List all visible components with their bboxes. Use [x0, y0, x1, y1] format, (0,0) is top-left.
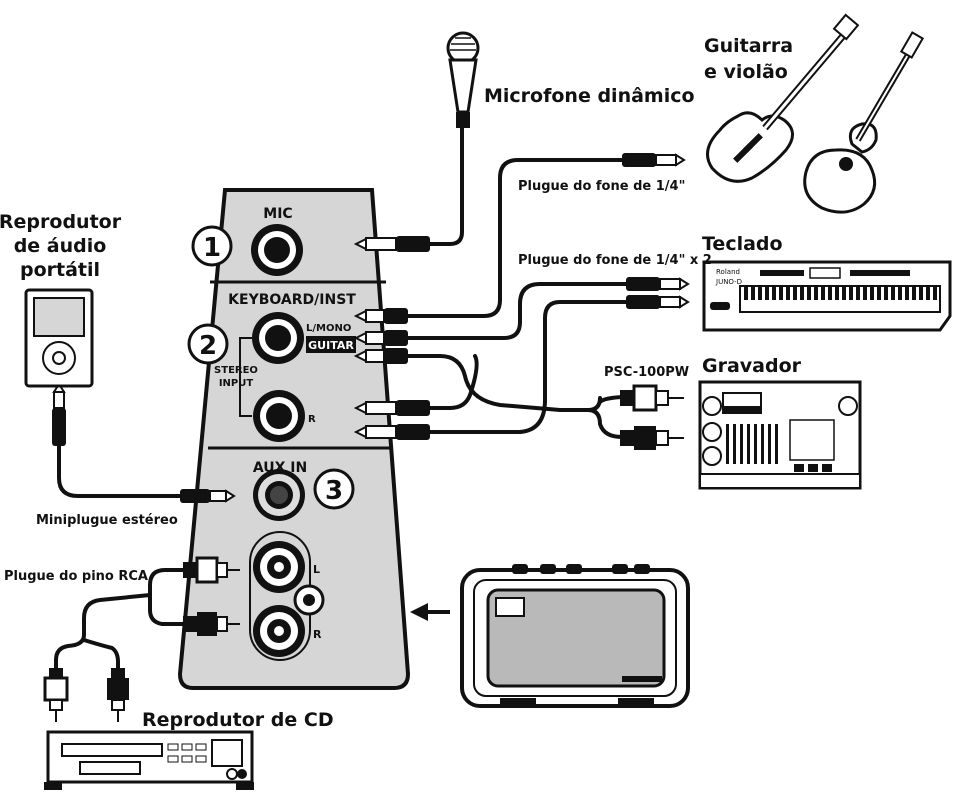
badge-3: 3 [325, 476, 343, 506]
rca-plug-r-icon [183, 612, 240, 636]
rca-r-jack[interactable] [253, 605, 305, 657]
portable-label-line1: Reprodutor [0, 211, 122, 233]
keyboard-plug-lower-icon [353, 424, 430, 440]
stereo-label: STEREO [214, 365, 258, 376]
keyboard-icon: Roland JUNO-D [702, 260, 952, 332]
guitar-plug-icon [353, 308, 408, 324]
keyboard-model: JUNO-D [715, 278, 742, 286]
phone-plug-x2-label: Plugue do fone de 1/4" x 2 [518, 253, 712, 268]
amplifier-icon [460, 564, 690, 708]
guitar-label: GUITAR [308, 339, 354, 352]
rca-l-jack[interactable] [253, 541, 305, 593]
input-label: INPUT [219, 378, 254, 389]
panel-plugs [180, 236, 430, 636]
keyboard-inst-label: KEYBOARD/INST [228, 292, 356, 308]
arrow-icon [410, 603, 450, 621]
keyboard-device-label: Teclado [702, 233, 783, 255]
recorder-device-label: Gravador [702, 355, 802, 377]
psc-rca-plug-b-icon [620, 426, 684, 450]
psc-plug-a-icon [353, 348, 408, 364]
keyboard-side-plug-b-icon [626, 295, 690, 309]
mic-plug-icon [353, 236, 430, 252]
keyboard-side-plug-a-icon [626, 277, 690, 291]
mini-plug-icon [180, 489, 236, 503]
aux-in-label: AUX IN [253, 460, 307, 476]
guitar-label-line1: Guitarra [704, 35, 793, 57]
portable-label-line3: portátil [20, 259, 100, 281]
rca-plug-label: Plugue do pino RCA [4, 569, 148, 584]
cd-player-icon [44, 730, 254, 790]
keyboard-plug-upper-icon [353, 330, 408, 346]
rca-l-label: L [313, 563, 320, 576]
psc-rca-plug-a-icon [620, 384, 684, 412]
portable-player-icon [24, 288, 94, 388]
phone-plug-label: Plugue do fone de 1/4" [518, 179, 685, 194]
cd-device-label: Reprodutor de CD [142, 709, 334, 731]
keyboard-l-mono-jack[interactable] [252, 312, 304, 364]
rca-plug-l-icon [183, 556, 240, 584]
psc-plug-b-icon [353, 400, 430, 416]
mic-label: MIC [263, 206, 292, 222]
mini-plug-label: Miniplugue estéreo [36, 513, 178, 528]
mic-jack[interactable] [251, 224, 303, 276]
electric-guitar-icon [706, 13, 860, 183]
badge-2: 2 [199, 331, 217, 361]
device-plugs [43, 153, 690, 722]
acoustic-guitar-icon [803, 31, 925, 214]
l-mono-label: L/MONO [306, 323, 351, 334]
cd-rca-plug-l-icon [43, 668, 69, 722]
keyboard-brand: Roland [716, 268, 740, 276]
mic-device-label: Microfone dinâmico [484, 85, 695, 107]
cables [54, 124, 632, 670]
cd-rca-plug-r-icon [107, 668, 129, 722]
portable-side-plug-icon [52, 382, 66, 446]
guitar-label-line2: e violão [704, 61, 788, 83]
aux-in-jack[interactable] [253, 469, 305, 521]
psc-cable-label: PSC-100PW [604, 365, 689, 380]
keyboard-r-jack[interactable] [253, 390, 305, 442]
recorder-icon [698, 380, 862, 490]
rca-r-label: R [313, 628, 322, 641]
badge-1: 1 [203, 233, 221, 263]
guitar-side-plug-icon [622, 153, 686, 167]
input-panel: MIC KEYBOARD/INST L/MONO GUITAR STEREO I… [177, 188, 411, 690]
ground-knob[interactable] [293, 584, 325, 616]
portable-label-line2: de áudio [14, 235, 107, 257]
r-jack-label: R [308, 414, 316, 425]
microphone-icon [446, 31, 480, 128]
